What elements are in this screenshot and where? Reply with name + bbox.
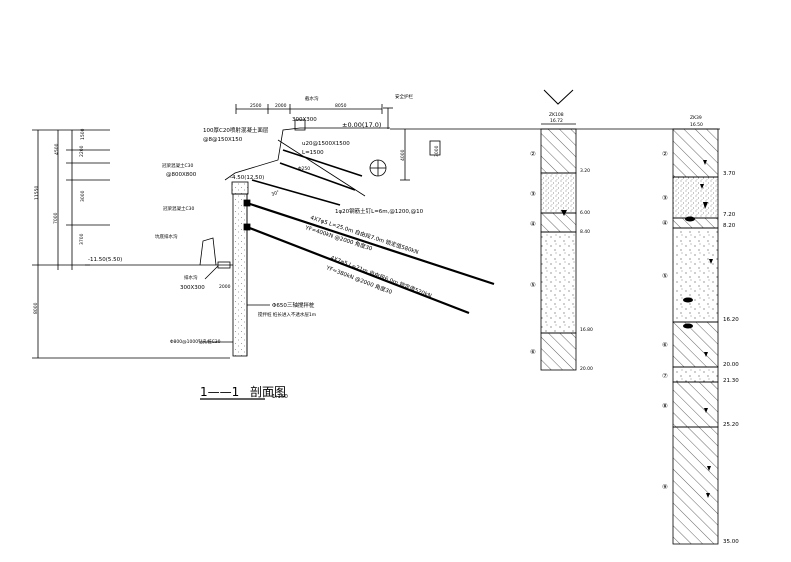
bh2-layer-2 xyxy=(672,128,719,178)
bh2-depth-7: 25.20 xyxy=(723,422,739,428)
left-dim-4500: 4500 xyxy=(54,143,60,155)
fence-label: 安全护栏 xyxy=(395,93,413,100)
crown-beam xyxy=(231,181,249,195)
bh1-depth-1: 3.20 xyxy=(580,168,590,174)
pit-drain-label: 坑底排水沟 xyxy=(155,233,178,240)
dim-30deg: 30° xyxy=(271,190,281,198)
drain-b-label: 排水沟 xyxy=(184,274,198,281)
bh1-elev: 16.72 xyxy=(550,118,563,124)
soil-nail-3 xyxy=(251,179,341,206)
bh1-num-6: ⑥ xyxy=(530,348,536,356)
bh1-depth-5: 20.00 xyxy=(580,366,593,372)
bh2-num-4: ④ xyxy=(662,219,668,227)
soil-nail-1 xyxy=(282,149,363,177)
bh2-layer-4 xyxy=(672,217,719,229)
bh1-layer-3 xyxy=(540,172,577,214)
left-dim-3000: 3000 xyxy=(80,190,86,202)
pile-main-label: Φ800@1000钻孔桩C30 xyxy=(170,338,221,345)
elevation-zero: ±0.00(17.0) xyxy=(342,121,381,129)
main-pile xyxy=(232,193,248,357)
borehole-zk39: ZK39 16.50 ② ③ xyxy=(662,115,739,545)
bh2-num-3: ③ xyxy=(662,194,668,202)
bh1-depth-4: 16.80 xyxy=(580,327,593,333)
elevation-450: -4.50(12.50) xyxy=(230,175,264,181)
section-title-2: 剖面图 xyxy=(250,385,286,399)
bh1-layer-5 xyxy=(540,231,577,334)
bh1-num-5: ⑤ xyxy=(530,281,536,289)
left-dim-11550: 11550 xyxy=(34,186,40,200)
bh2-depth-6: 21.30 xyxy=(723,378,739,384)
dim-300x300: 300X300 xyxy=(292,117,317,123)
c30-label-a2: @800X800 xyxy=(166,172,197,178)
bh1-layer-2 xyxy=(540,128,577,174)
bh2-layer-9 xyxy=(672,426,719,545)
bh2-num-5: ⑤ xyxy=(662,272,668,280)
nail-top-label-1: u20@1500X1500 xyxy=(302,141,350,147)
drain-label: 截水沟 xyxy=(305,95,319,102)
c30-label-b: 冠梁混凝土C30 xyxy=(163,205,195,212)
bh2-layer-7 xyxy=(672,366,719,383)
bh2-layer-6 xyxy=(672,321,719,368)
pile-note-label: 搅拌桩 桩长进入不透水层1m xyxy=(258,311,316,318)
bh2-elev: 16.50 xyxy=(690,122,703,128)
left-dim-8000: 8000 xyxy=(33,302,39,314)
bh1-depth-3: 8.40 xyxy=(580,229,590,235)
bh1-num-3: ③ xyxy=(530,190,536,198)
dim-phi250: Φ250 xyxy=(298,166,310,172)
bh2-layer-5 xyxy=(672,227,719,323)
bh2-layer-8 xyxy=(672,381,719,428)
bh2-num-2: ② xyxy=(662,150,668,158)
bh2-depth-3: 8.20 xyxy=(723,223,736,229)
bh2-num-6: ⑥ xyxy=(662,341,668,349)
bh2-layer-3 xyxy=(672,176,719,219)
bh1-num-2: ② xyxy=(530,150,536,158)
bh2-depth-5: 20.00 xyxy=(723,362,739,368)
pile-dia-label: Φ650三轴搅拌桩 xyxy=(272,301,315,309)
bh1-num-4: ④ xyxy=(530,220,536,228)
dim-2000: 2000 xyxy=(275,103,287,109)
dim-2000-b: 2000 xyxy=(219,284,231,290)
anchor-1 xyxy=(246,201,495,286)
bh1-id: ZK108 xyxy=(549,112,564,118)
pit-bottom-elevation: -11.50(5.50) xyxy=(88,257,122,263)
bh1-layer-4 xyxy=(540,212,577,233)
bh1-layer-6 xyxy=(540,332,577,371)
bh2-num-8: ⑧ xyxy=(662,402,668,410)
borehole-zk108: ZK108 16.72 ② ③ ④ ⑤ ⑥ 3.20 6.00 8.40 16.… xyxy=(530,89,593,372)
upper-slope-profile xyxy=(224,127,390,181)
bh2-depth-1: 3.70 xyxy=(723,171,736,177)
bh2-depth-8: 35.00 xyxy=(723,539,739,545)
pit-drain xyxy=(199,237,217,266)
left-dim-1500: 1500 xyxy=(80,128,86,140)
bh2-depth-4: 16.20 xyxy=(723,317,739,323)
section-mark-v xyxy=(543,89,574,105)
bh2-num-7: ⑦ xyxy=(662,372,668,380)
dim-8050: 8050 xyxy=(335,103,347,109)
dim-2500: 2500 xyxy=(250,103,262,109)
bh2-depth-2: 7.20 xyxy=(723,212,736,218)
anchor-2 xyxy=(246,225,470,315)
c30-label-a: 冠梁混凝土C30 xyxy=(162,162,194,169)
c20-label: 100厚C20喷射混凝土面层 xyxy=(203,126,269,134)
dim-3000: 3000 xyxy=(434,145,440,157)
anchor-note: 1φ20钢筋土钉L=6m,@1200,@10 xyxy=(335,207,424,215)
dim-300x300-b: 300X300 xyxy=(180,285,205,291)
section-view xyxy=(32,104,720,400)
soil-nail-2 xyxy=(279,162,356,191)
drain-box xyxy=(294,119,306,131)
dim-4000: 4000 xyxy=(400,149,406,161)
bh2-id: ZK39 xyxy=(690,115,702,121)
left-dim-7000: 7000 xyxy=(53,212,59,224)
mesh-label: @8@150X150 xyxy=(203,137,243,143)
nail-top-label-2: L=1500 xyxy=(302,150,324,156)
section-scale: 1:150 xyxy=(272,394,288,400)
section-title-1: 1——1 xyxy=(200,385,239,399)
left-dim-3700: 3700 xyxy=(79,233,85,245)
bh2-num-9: ⑨ xyxy=(662,483,668,491)
bh1-depth-2: 6.00 xyxy=(580,210,590,216)
left-dim-2200: 2200 xyxy=(79,145,85,157)
